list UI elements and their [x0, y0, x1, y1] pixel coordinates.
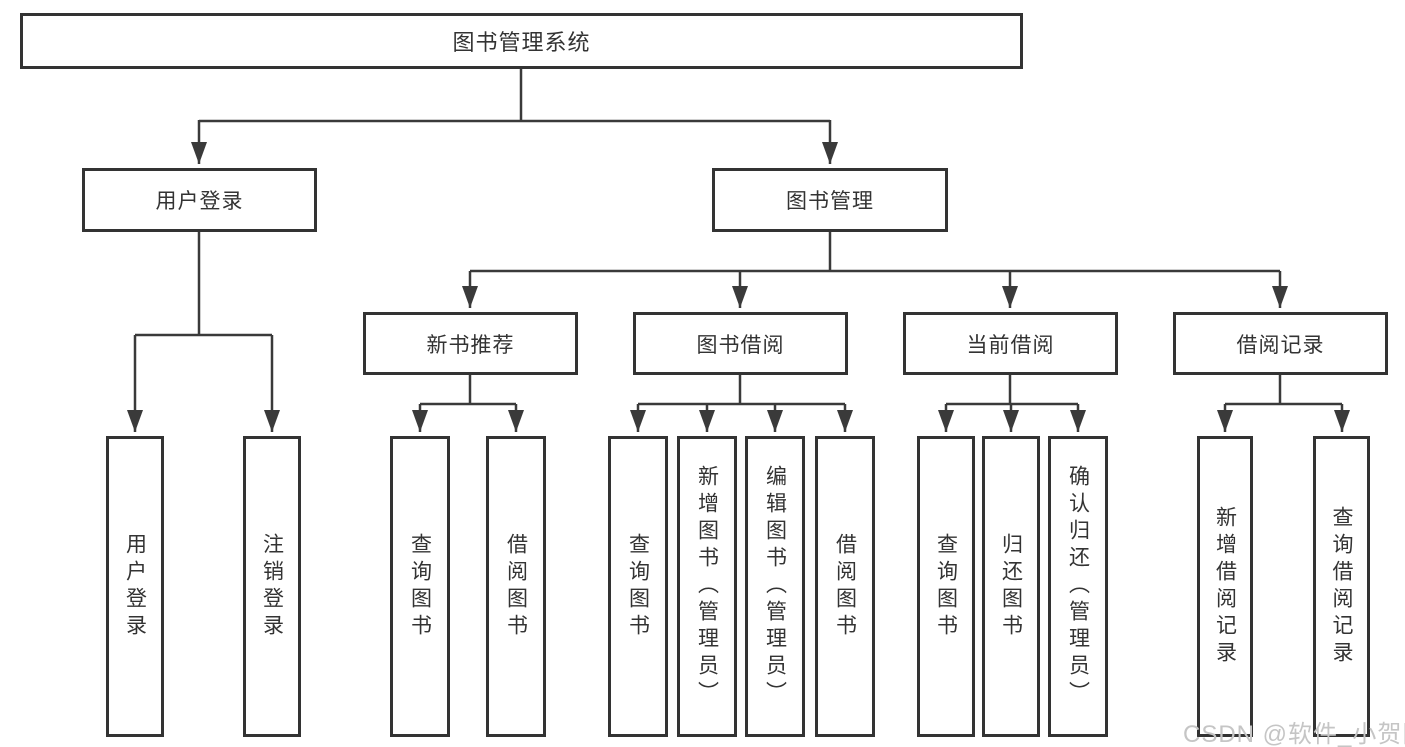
- node-label: 图书借阅: [696, 333, 785, 357]
- node-borrow-records: 借阅记录: [1173, 312, 1388, 375]
- node-new-book-recommend: 新书推荐: [363, 312, 578, 375]
- node-label: 用户登录: [155, 190, 244, 213]
- leaf-label: 确认归还（管理员）: [1066, 465, 1090, 708]
- leaf-label: 用户登录: [123, 532, 147, 641]
- leaf-borrow-borrow-books: 借阅图书: [815, 436, 875, 737]
- leaf-records-query-borrow-record: 查询借阅记录: [1313, 436, 1370, 737]
- leaf-current-query-books: 查询图书: [917, 436, 975, 737]
- node-book-management: 图书管理: [712, 168, 948, 232]
- leaf-label: 新增图书（管理员）: [695, 465, 719, 708]
- leaf-borrow-query-books: 查询图书: [608, 436, 668, 737]
- leaf-label: 查询图书: [626, 532, 650, 641]
- leaf-current-confirm-return-admin: 确认归还（管理员）: [1048, 436, 1108, 737]
- node-label: 图书管理系统: [452, 30, 591, 55]
- leaf-logout-login: 注销登录: [243, 436, 301, 737]
- node-current-borrow: 当前借阅: [903, 312, 1118, 375]
- leaf-records-add-borrow-record: 新增借阅记录: [1197, 436, 1253, 737]
- leaf-label: 注销登录: [260, 532, 284, 641]
- leaf-current-return-books: 归还图书: [982, 436, 1040, 737]
- leaf-label: 借阅图书: [504, 532, 528, 641]
- leaf-label: 新增借阅记录: [1213, 505, 1237, 668]
- node-user-login: 用户登录: [82, 168, 317, 232]
- leaf-label: 借阅图书: [833, 532, 857, 641]
- node-label: 借阅记录: [1236, 333, 1325, 357]
- leaf-label: 查询图书: [408, 532, 432, 641]
- leaf-label: 归还图书: [999, 532, 1023, 641]
- leaf-newbook-query-books: 查询图书: [390, 436, 450, 737]
- leaf-borrow-edit-books-admin: 编辑图书（管理员）: [745, 436, 805, 737]
- leaf-newbook-borrow-books: 借阅图书: [486, 436, 546, 737]
- csdn-watermark: CSDN @软件_小贺同学: [1183, 721, 1405, 747]
- leaf-label: 查询图书: [934, 532, 958, 641]
- leaf-user-login: 用户登录: [106, 436, 164, 737]
- leaf-borrow-add-books-admin: 新增图书（管理员）: [677, 436, 737, 737]
- leaf-label: 编辑图书（管理员）: [763, 465, 787, 708]
- node-book-borrow: 图书借阅: [633, 312, 848, 375]
- node-label: 图书管理: [786, 190, 874, 213]
- node-label: 新书推荐: [426, 333, 515, 357]
- leaf-label: 查询借阅记录: [1330, 505, 1353, 668]
- node-label: 当前借阅: [966, 333, 1055, 357]
- node-root: 图书管理系统: [20, 13, 1023, 69]
